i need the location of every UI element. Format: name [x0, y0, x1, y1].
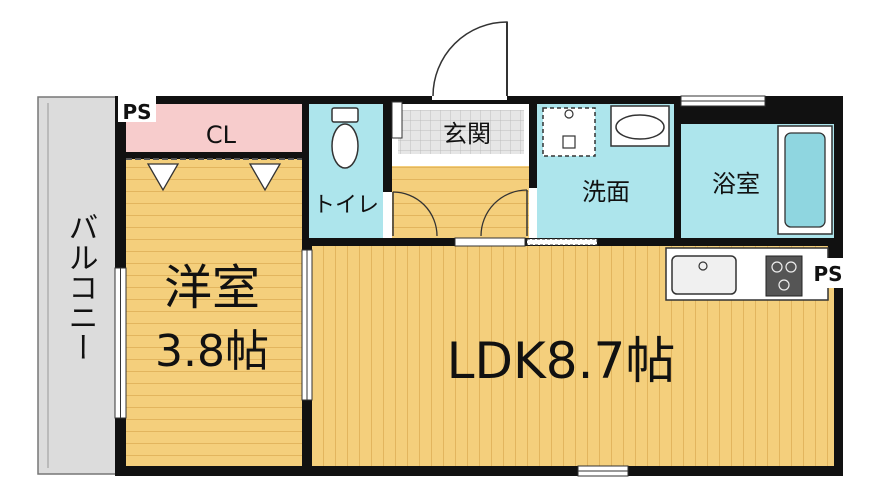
- youshitsu-size-label: 3.8帖: [155, 326, 269, 377]
- youshitsu-room: [126, 159, 302, 466]
- washbasin-icon: [610, 105, 670, 147]
- ps-left-box: [118, 96, 156, 122]
- kitchen-counter: [665, 247, 829, 301]
- balcony-label: バルコニー: [63, 212, 98, 362]
- cl-label: CL: [206, 121, 237, 149]
- genkan-label: 玄関: [443, 120, 491, 148]
- closet-door-icon: [146, 163, 282, 192]
- room-sliding-door-icon: [301, 249, 313, 401]
- entrance-door-icon: [432, 21, 508, 100]
- youshitsu-name-label: 洋室: [164, 260, 260, 316]
- ps-right-label: PS: [813, 262, 842, 286]
- sliding-door-icon: [454, 237, 598, 247]
- hallway: [392, 166, 529, 238]
- sink-icon: [671, 255, 737, 295]
- toilet-label: トイレ: [313, 193, 379, 218]
- senmen-label: 洗面: [582, 178, 630, 206]
- washing-machine-icon: [542, 107, 596, 157]
- yokushitsu-label: 浴室: [712, 170, 760, 198]
- toilet-door-icon: [383, 191, 438, 238]
- bathtub-icon: [777, 125, 833, 235]
- balcony: [37, 96, 119, 475]
- ps-left-label: PS: [122, 100, 151, 124]
- genkan-tile: [398, 110, 524, 154]
- ps-right-box: [806, 258, 846, 288]
- toilet-bowl-icon: [331, 107, 359, 169]
- washroom-door-icon: [480, 188, 537, 238]
- window-icon: [114, 95, 766, 477]
- stove-icon: [765, 255, 803, 297]
- ldk-label: LDK8.7帖: [447, 332, 676, 390]
